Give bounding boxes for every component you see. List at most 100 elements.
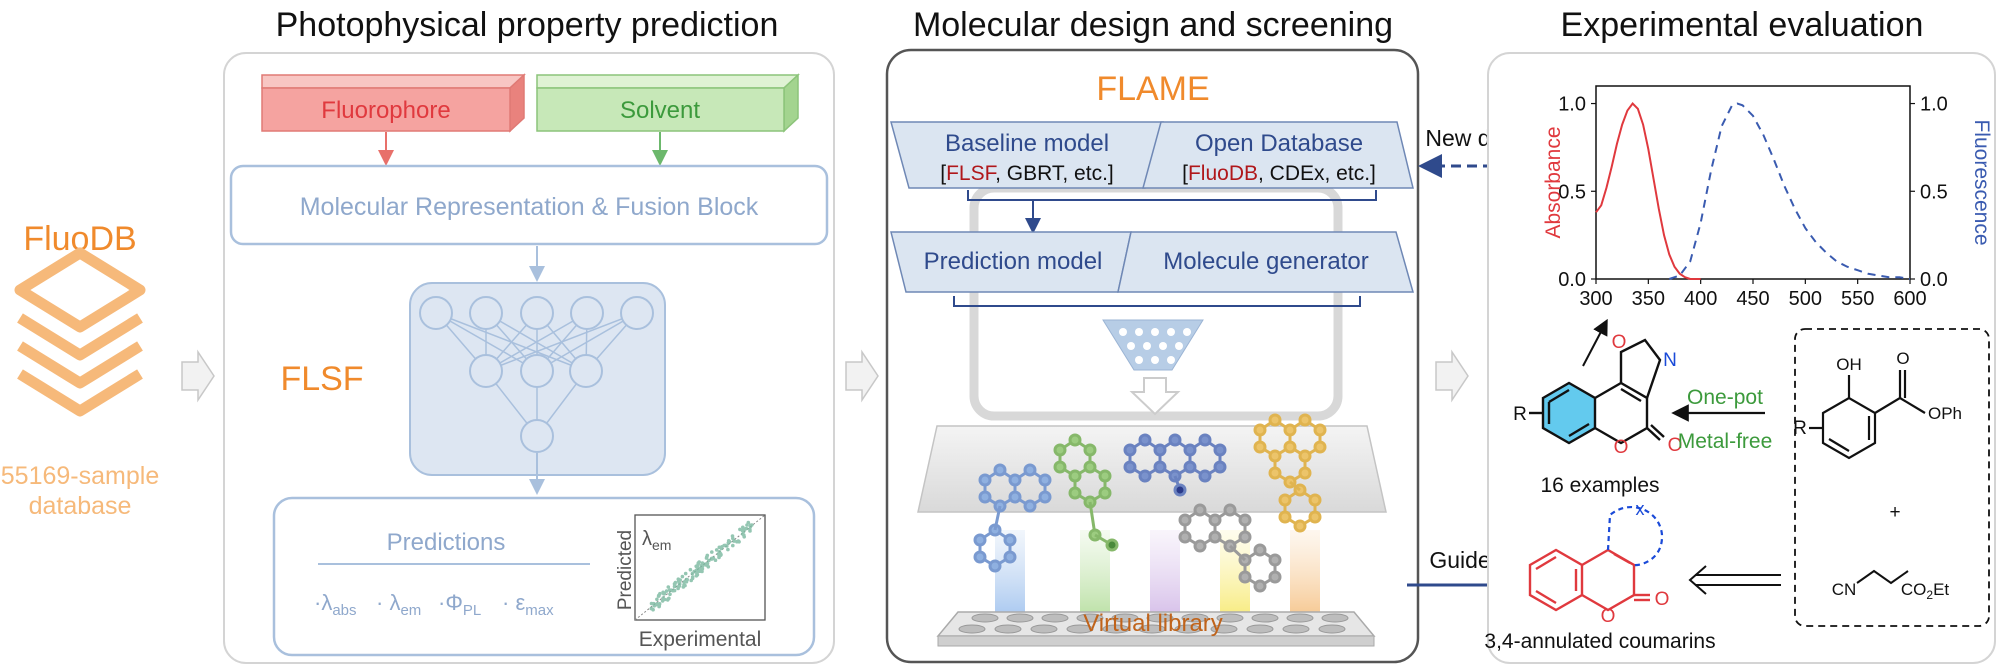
plus-sign: +: [1889, 502, 1900, 523]
y-axis-label: Absorbance: [1542, 126, 1565, 238]
well-plate: [936, 611, 1376, 647]
parity-point: [682, 582, 686, 587]
prediction-abs: ·λabs: [314, 590, 357, 619]
molecule-generator-box: [1117, 231, 1414, 293]
x-tick-label: 500: [1789, 288, 1822, 310]
co2et-label: CO2Et: [1901, 580, 1950, 602]
product-carbonyl-oxygen: O: [1668, 435, 1683, 456]
fluorophore-box: Fluorophore: [261, 73, 526, 133]
parity-point: [725, 544, 729, 548]
open-database-examples: [FluoDB, CDEx, etc.]: [1182, 162, 1376, 185]
parity-point: [694, 570, 699, 574]
retrosynthesis-arrow: [1688, 565, 1781, 595]
filter-funnel-icon: [1102, 319, 1204, 416]
parity-point: [697, 560, 701, 564]
y2-tick-label: 0.0: [1920, 269, 1948, 291]
product-oxazole-nitrogen: N: [1663, 350, 1677, 371]
coumarin-molecule: [1528, 548, 1650, 612]
y2-axis-label: Fluorescence: [1970, 119, 1993, 245]
absorbance-series-line: [1595, 102, 1701, 280]
product-to-spectrum-arrow: [1582, 318, 1608, 367]
parity-point: [668, 592, 672, 596]
cn-label: CN: [1832, 580, 1857, 599]
neural-network-icon: [409, 282, 666, 476]
parity-point: [731, 536, 735, 541]
parity-point: [714, 548, 719, 552]
ester-oxygen-label: O: [1896, 349, 1909, 368]
flsf-label: FLSF: [280, 360, 363, 398]
parity-point: [683, 579, 688, 584]
flame-title: FLAME: [1096, 70, 1209, 108]
parity-point: [711, 556, 715, 561]
solvent-box: Solvent: [536, 73, 800, 133]
parity-point: [655, 597, 659, 602]
light-beams: [995, 530, 1320, 620]
product-r-group: R: [1513, 404, 1527, 425]
fluodb-caption-line1: 55169-sample: [1, 462, 159, 490]
prediction-model-label: Prediction model: [924, 248, 1103, 275]
x-tick-label: 400: [1684, 288, 1717, 310]
parity-point: [707, 558, 711, 563]
molecule-generator-label: Molecule generator: [1163, 248, 1368, 275]
annulation-dashed-ring: [1606, 505, 1664, 567]
parity-point: [717, 545, 722, 550]
parity-point: [690, 571, 695, 576]
molecule-models: [973, 413, 1327, 593]
parity-point: [676, 577, 681, 581]
product-ring-oxygen: O: [1614, 437, 1629, 458]
parity-point: [666, 585, 671, 589]
parity-point: [701, 564, 705, 568]
cyanoacetate-molecule: CN CO2Et: [1832, 569, 1950, 602]
examples-label: 16 examples: [1540, 474, 1659, 497]
product-oxazole-oxygen: O: [1612, 332, 1627, 353]
oh-label: OH: [1836, 355, 1862, 374]
parity-point: [732, 539, 736, 543]
parity-point: [748, 527, 752, 532]
database-stack-icon: [14, 247, 146, 417]
y2-tick-label: 1.0: [1920, 94, 1948, 116]
parity-point: [690, 575, 695, 579]
fluorescence-series-line: [1668, 102, 1911, 280]
open-database-box: [1142, 121, 1414, 189]
parity-point: [748, 523, 753, 527]
parity-point: [689, 578, 693, 583]
parity-point: [662, 591, 667, 596]
fusion-block: [229, 164, 829, 246]
parity-point: [680, 574, 685, 579]
x-tick-label: 450: [1736, 288, 1769, 310]
parity-point: [700, 561, 705, 565]
parity-point: [694, 574, 699, 578]
parity-point: [704, 563, 709, 567]
fusion-block-label: Molecular Representation & Fusion Block: [300, 193, 759, 221]
experimental-section-title: Experimental evaluation: [1561, 6, 1924, 44]
annulation-x-mark: x: [1636, 499, 1645, 519]
coumarins-label: 3,4-annulated coumarins: [1484, 630, 1715, 653]
parity-point: [742, 535, 746, 539]
baseline-model-label: Baseline model: [945, 130, 1109, 157]
parity-point: [672, 588, 677, 593]
coumarin-carbonyl-oxygen: O: [1655, 589, 1670, 610]
product-molecule: O O O N R: [1513, 332, 1682, 458]
parity-point: [731, 543, 735, 548]
parity-point: [741, 525, 745, 530]
experimental-panel: [1487, 52, 1996, 664]
parity-point: [656, 594, 661, 598]
parity-point: [710, 550, 714, 554]
screening-tray: [917, 425, 1387, 513]
bracket-connector-bottom: [953, 296, 1361, 307]
x-tick-label: 350: [1632, 288, 1665, 310]
fluodb-caption-line2: database: [29, 492, 132, 520]
prediction-section-title: Photophysical property prediction: [276, 6, 779, 44]
parity-point: [677, 581, 682, 585]
solvent-label: Solvent: [620, 97, 700, 124]
reagent-r-group: R: [1793, 418, 1807, 439]
parity-point: [719, 552, 723, 557]
parity-point: [665, 598, 670, 602]
parity-point: [744, 526, 749, 531]
parity-point: [672, 584, 677, 589]
parity-point: [688, 567, 693, 572]
coumarin-ring-oxygen: O: [1601, 606, 1616, 627]
parity-plot-inset: λem Predicted Experimental: [615, 514, 766, 651]
x-tick-label: 300: [1579, 288, 1612, 310]
